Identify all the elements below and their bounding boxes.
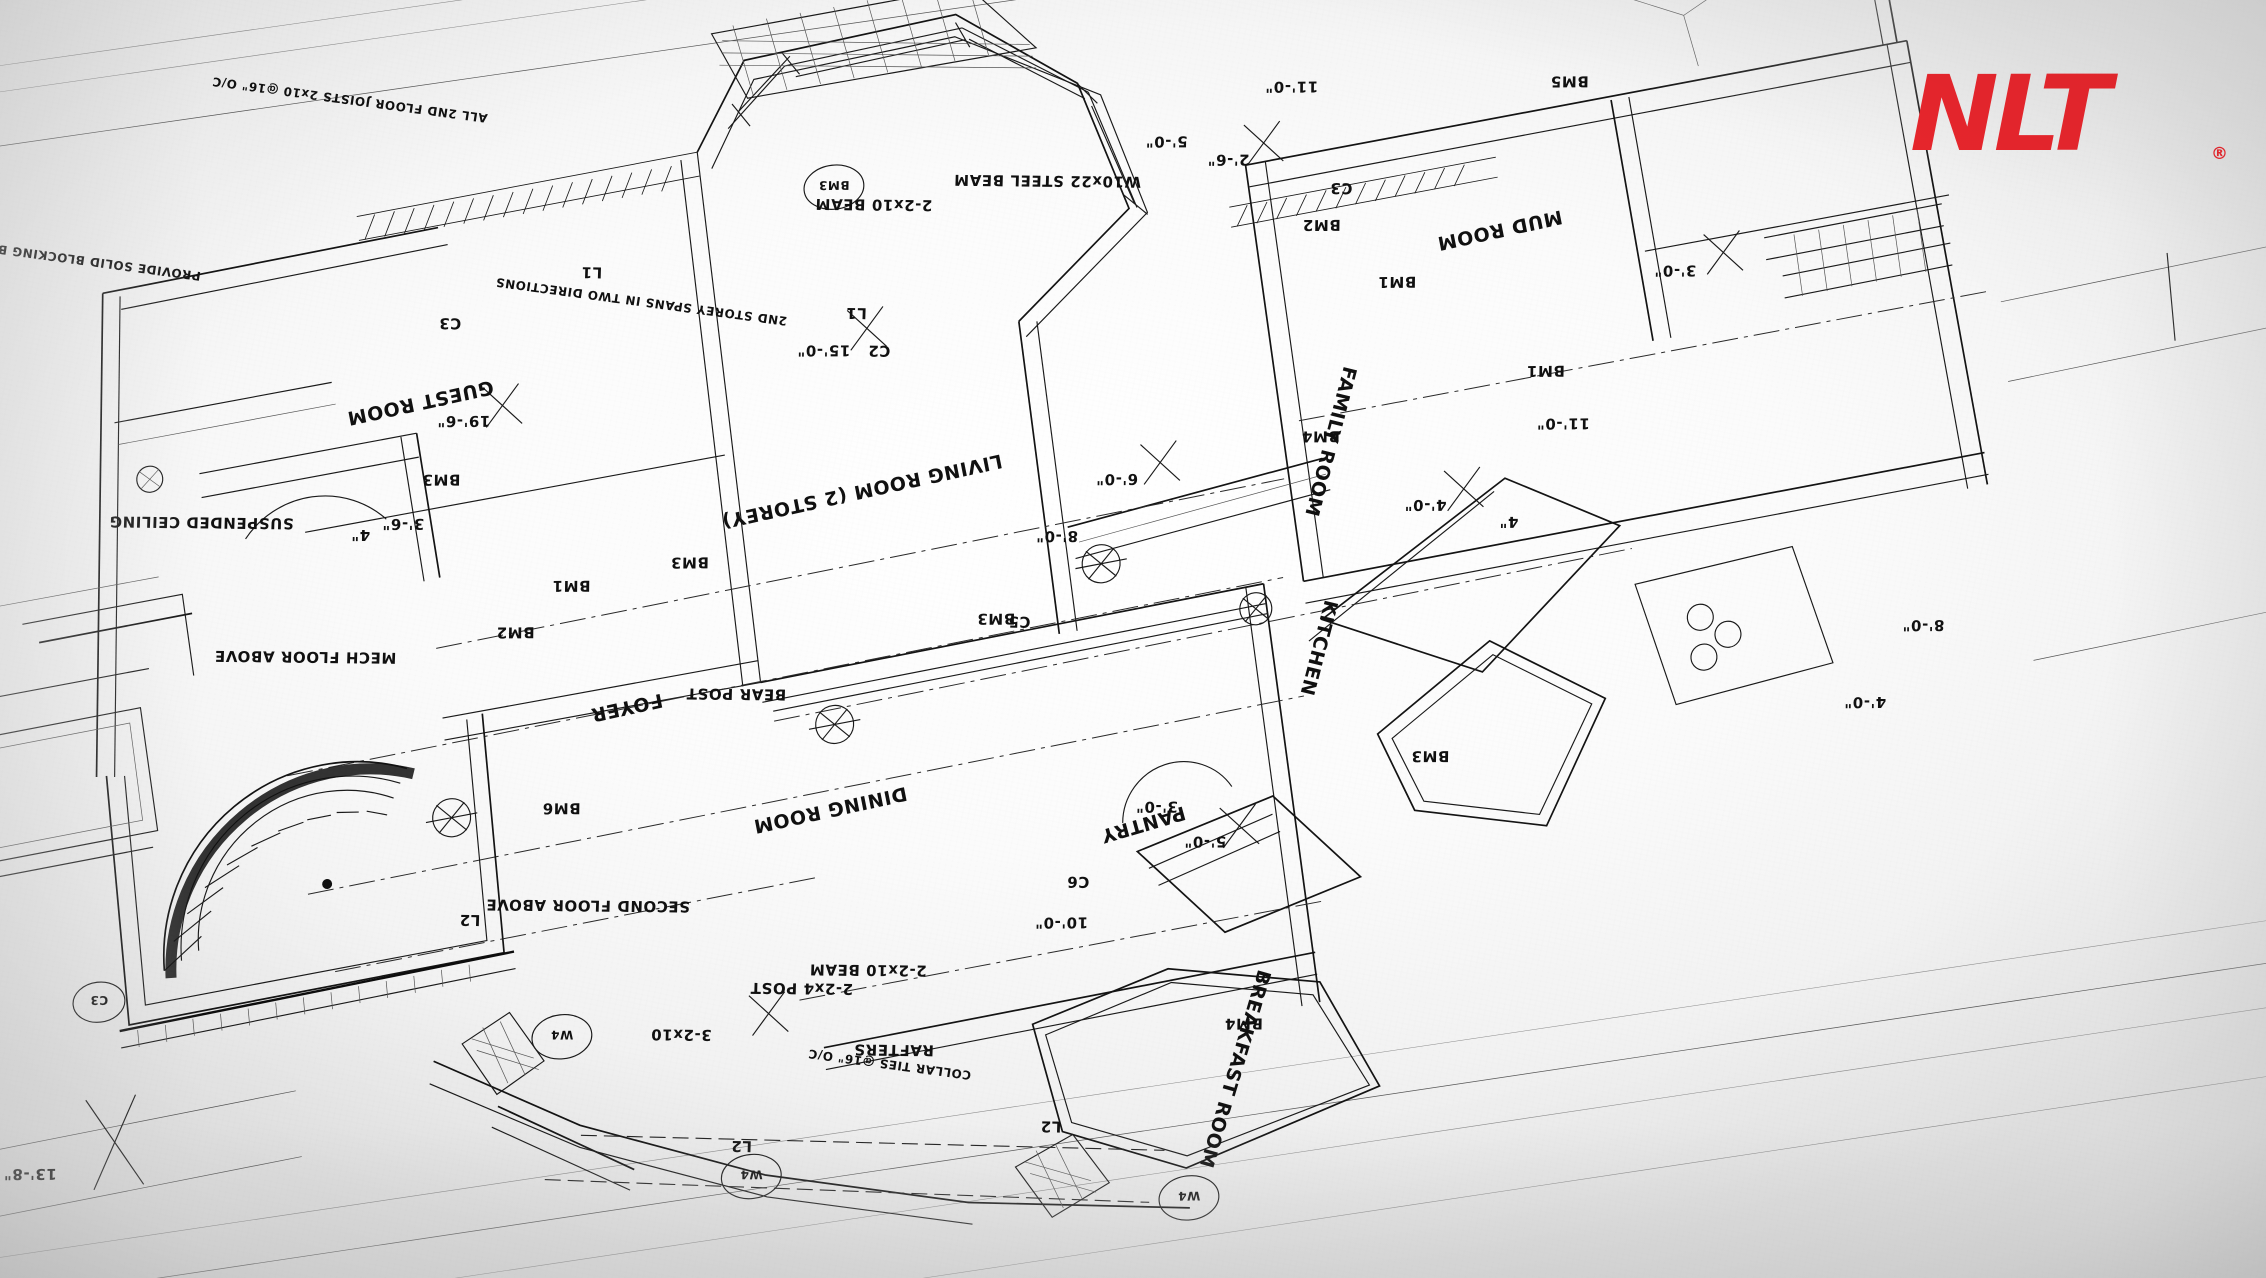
nlt-logo[interactable]: NLT ®	[1910, 62, 2230, 172]
registered-trademark-icon: ®	[2211, 144, 2228, 164]
nlt-wordmark: NLT	[1910, 53, 2111, 175]
